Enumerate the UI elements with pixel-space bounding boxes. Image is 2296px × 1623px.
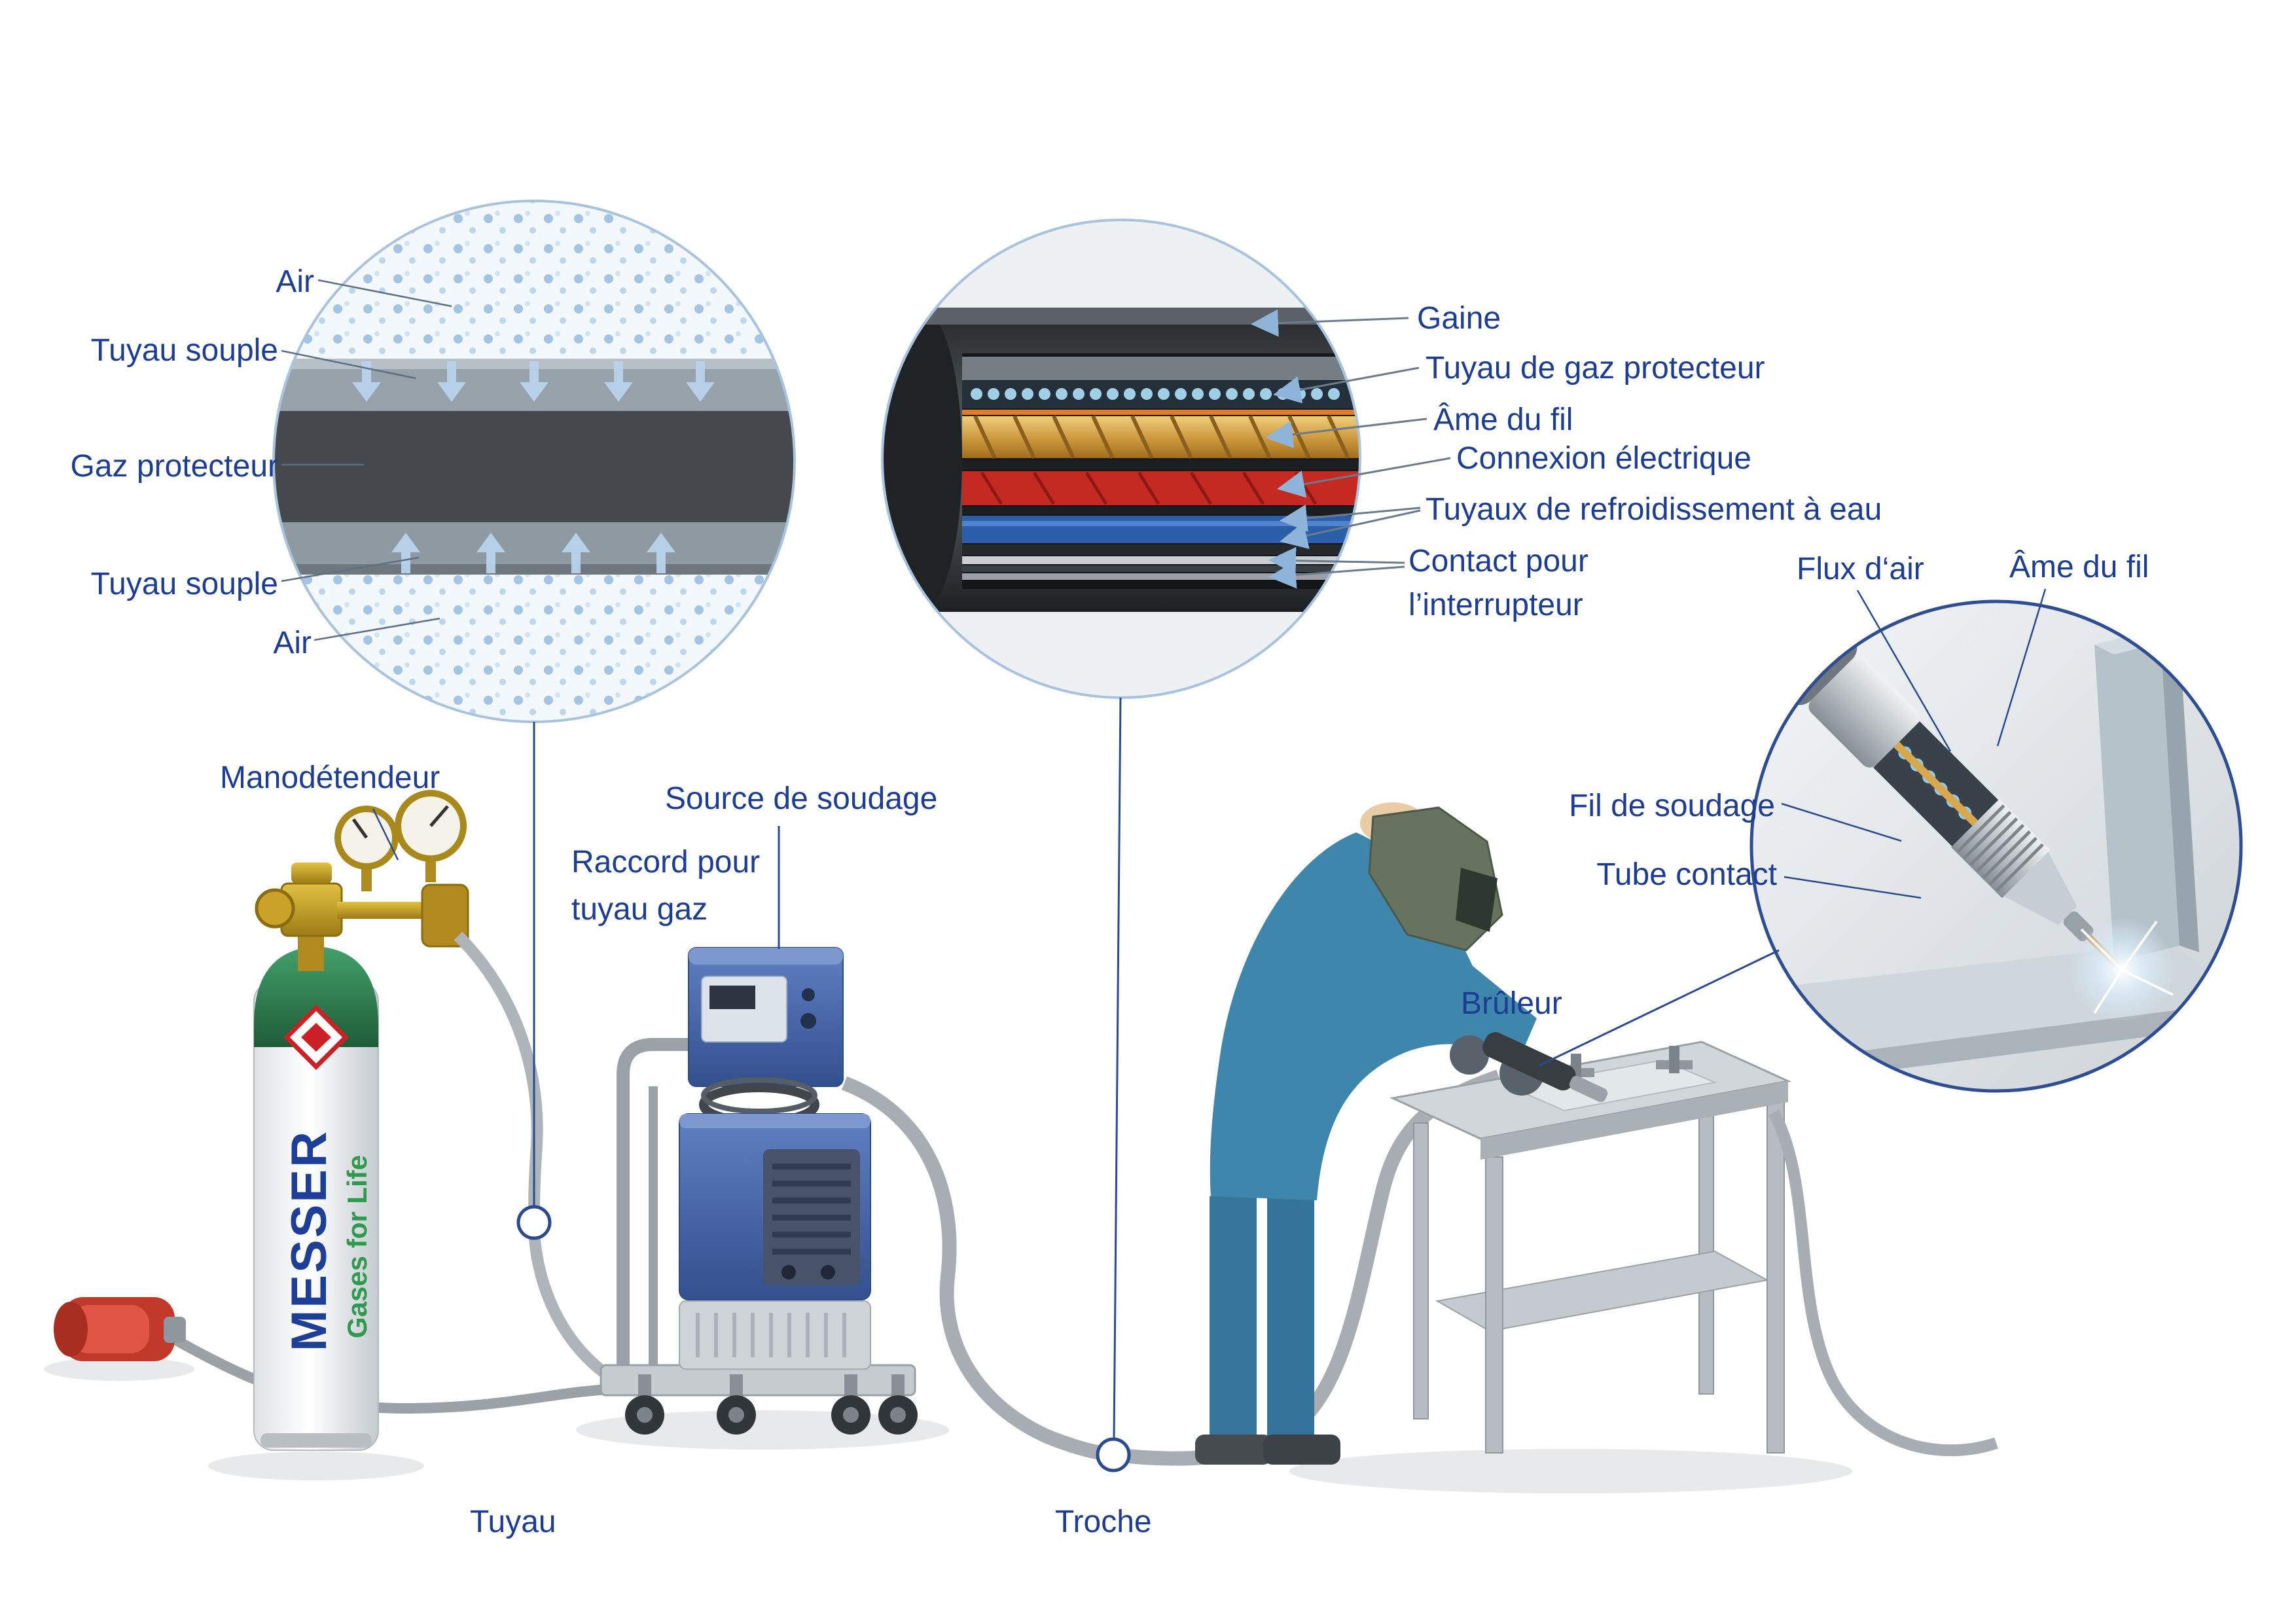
welding-machine bbox=[600, 947, 918, 1435]
connector-lines bbox=[372, 697, 1780, 1440]
label-gas-tube: Tuyau de gaz protecteur bbox=[1426, 351, 1765, 385]
label-switch-contact: Contact pour l’interrupteur bbox=[1408, 539, 1588, 627]
detail-torch-circle bbox=[1749, 599, 2243, 1093]
label-regulator: Manodétendeur bbox=[220, 760, 440, 795]
gas-hose bbox=[454, 931, 673, 1391]
mains-plug-icon bbox=[54, 1297, 186, 1361]
cylinder-slogan: Gases for Life bbox=[342, 1155, 372, 1338]
label-welding-wire: Fil de soudage bbox=[1569, 789, 1775, 823]
label-electrical: Connexion électrique bbox=[1456, 441, 1751, 476]
torch-cable bbox=[842, 1069, 1501, 1466]
pressure-regulator-icon bbox=[255, 790, 469, 971]
welder-figure bbox=[1195, 802, 1544, 1465]
label-gas: Gaz protecteur bbox=[70, 449, 278, 484]
hose-leader-lines bbox=[281, 279, 452, 641]
gas-cylinder: MESSER Gases for Life bbox=[253, 946, 379, 1451]
label-torch-hose: Troche bbox=[1055, 1505, 1152, 1539]
welding-table bbox=[1390, 1041, 1998, 1457]
label-wire-core-torch: Âme du fil bbox=[2009, 550, 2149, 584]
label-hose-top: Tuyau souple bbox=[90, 333, 278, 368]
label-sheath: Gaine bbox=[1417, 301, 1501, 336]
label-air-top: Air bbox=[276, 264, 314, 299]
label-gas-connector-line1: Raccord pour bbox=[571, 845, 761, 880]
label-gas-connector-line2: tuyau gaz bbox=[571, 892, 708, 927]
label-air-flow: Flux d‘air bbox=[1797, 552, 1924, 586]
mains-cable bbox=[164, 1330, 630, 1414]
label-hose-bottom: Tuyau souple bbox=[90, 567, 278, 601]
torch-hose-node bbox=[1096, 1437, 1131, 1472]
gas-connector-node bbox=[516, 1205, 552, 1240]
label-hose: Tuyau bbox=[470, 1505, 556, 1539]
label-torch: Brûleur bbox=[1461, 986, 1562, 1021]
torch-leader-lines bbox=[1781, 588, 2047, 899]
label-switch-contact-line1: Contact pour bbox=[1408, 544, 1588, 579]
label-contact-tube: Tube contact bbox=[1596, 857, 1777, 892]
label-switch-contact-line2: l’interrupteur bbox=[1408, 588, 1583, 623]
label-air-bottom: Air bbox=[273, 626, 312, 660]
torch-on-table-icon bbox=[1482, 1032, 1608, 1102]
cable-leader-lines bbox=[1251, 309, 1451, 589]
connection-nodes bbox=[516, 1205, 1131, 1472]
detail-hose-circle bbox=[272, 200, 796, 723]
label-gas-connector: Raccord pour tuyau gaz bbox=[571, 839, 760, 933]
cylinder-brand: MESSER bbox=[281, 1130, 337, 1351]
detail-cable-circle bbox=[881, 219, 1361, 699]
label-power-source: Source de soudage bbox=[665, 781, 938, 816]
label-cooling: Tuyaux de refroidissement à eau bbox=[1426, 492, 1882, 527]
label-wire-core: Âme du fil bbox=[1433, 402, 1573, 437]
